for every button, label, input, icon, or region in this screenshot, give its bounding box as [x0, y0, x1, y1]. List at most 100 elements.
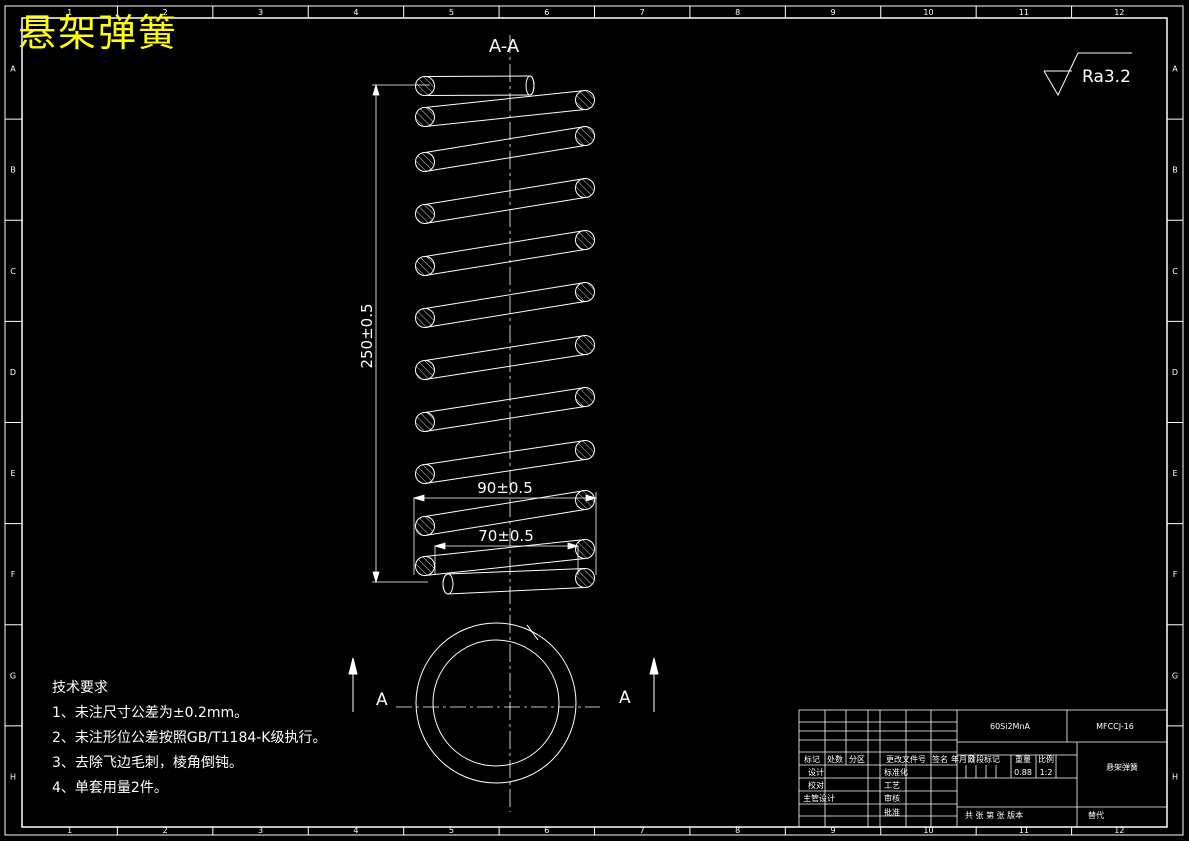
coil-line	[424, 126, 586, 153]
frame-row-label: E	[10, 469, 15, 478]
coil-line	[424, 301, 586, 328]
frame-row-label: F	[11, 570, 16, 579]
wire-section	[575, 230, 595, 250]
replace-label: 替代	[1088, 810, 1104, 820]
frame-row-label: D	[1172, 368, 1178, 377]
frame-column-label: 12	[1114, 826, 1124, 835]
frame-row-label: B	[10, 166, 16, 175]
frame-row-label: A	[10, 65, 16, 74]
drawing-number-text: MFCCJ-16	[1096, 722, 1134, 731]
header-zone: 分区	[849, 755, 865, 764]
frame-column-label: 3	[258, 8, 263, 17]
header-count: 处数	[827, 754, 843, 764]
note-item: 3、去除飞边毛刺，棱角倒钝。	[52, 755, 243, 771]
frame-row-label: D	[10, 368, 16, 377]
frame-column-label: 1	[67, 826, 72, 835]
coil-line	[424, 230, 586, 257]
coil-line	[424, 558, 586, 576]
frame-row-label: H	[1172, 772, 1178, 781]
outer-diameter-text: 90±0.5	[477, 479, 533, 497]
coil-line	[424, 354, 586, 380]
section-marker-right-label: A	[619, 688, 631, 708]
role-check: 校对	[808, 780, 824, 790]
coil-line	[424, 459, 586, 484]
technical-notes: 技术要求 1、未注尺寸公差为±0.2mm。 2、未注形位公差按照GB/T1184…	[52, 676, 327, 801]
coil-line	[424, 197, 586, 224]
frame-column-label: 4	[353, 826, 358, 835]
frame-row-label: C	[1172, 267, 1178, 276]
header-date: 年月日	[951, 754, 975, 764]
frame-column-label: 7	[640, 8, 645, 17]
length-dimension	[372, 83, 430, 584]
frame-column-label: 11	[1019, 826, 1029, 835]
section-marker-right	[649, 657, 659, 712]
note-item: 1、未注尺寸公差为±0.2mm。	[52, 705, 249, 721]
wire-section	[415, 107, 435, 127]
wire-section	[575, 568, 595, 588]
wire-end	[442, 568, 586, 595]
part-name-text: 悬架弹簧	[1106, 762, 1138, 772]
coil-line	[424, 335, 586, 361]
note-item: 2、未注形位公差按照GB/T1184-K级执行。	[52, 730, 327, 746]
frame-column-label: 12	[1114, 8, 1124, 17]
wire-section	[575, 90, 595, 110]
frame-column-label: 9	[830, 826, 835, 835]
drawing-title: 悬架弹簧	[18, 11, 179, 55]
drawing-frame	[4, 5, 1184, 836]
inner-diameter-dimension	[433, 542, 580, 575]
frame-row-label: A	[1172, 65, 1178, 74]
material-text: 60Si2MnA	[990, 722, 1031, 731]
length-dim-text: 250±0.5	[358, 303, 376, 368]
weight-header: 重量	[1015, 754, 1031, 764]
coil-line	[424, 178, 586, 205]
wire-end	[424, 75, 535, 96]
section-title: A-A	[489, 36, 520, 57]
outer-diameter-dimension	[412, 492, 598, 575]
coil-line	[424, 387, 586, 413]
wire-section	[415, 308, 435, 328]
scale-value: 1:2	[1040, 768, 1053, 777]
wire-section	[575, 282, 595, 302]
coil-line	[424, 282, 586, 309]
frame-row-label: G	[10, 671, 16, 680]
wire-section	[575, 440, 595, 460]
frame-column-label: 4	[353, 8, 358, 17]
coil-line	[424, 145, 586, 172]
wire-section	[575, 490, 595, 510]
spring-section-view	[415, 75, 595, 595]
wire-section	[415, 464, 435, 484]
coil-line	[424, 406, 586, 432]
frame-column-label: 8	[735, 8, 740, 17]
title-block: 60Si2MnA MFCCJ-16 悬架弹簧 标记 处数 分区 更改文件号 签名…	[798, 709, 1168, 828]
stage-header: 阶段标记	[968, 754, 1000, 764]
coil-line	[424, 90, 586, 108]
frame-row-label: C	[10, 267, 16, 276]
role-review: 审核	[884, 793, 900, 803]
wire-end-face	[442, 573, 454, 595]
header-mark: 标记	[804, 754, 820, 764]
role-process: 工艺	[884, 781, 900, 790]
frame-column-label: 6	[544, 8, 549, 17]
role-approve: 批准	[884, 807, 900, 817]
frame-row-label: G	[1172, 671, 1178, 680]
scale-header: 比例	[1038, 754, 1054, 764]
frame-column-label: 9	[830, 8, 835, 17]
wire-section	[415, 204, 435, 224]
wire-section	[575, 539, 595, 559]
frame-column-label: 5	[449, 826, 454, 835]
role-chief: 主管设计	[803, 793, 835, 803]
wire-section	[415, 76, 435, 96]
inner-diameter-text: 70±0.5	[478, 527, 534, 545]
frame-column-label: 7	[640, 826, 645, 835]
role-standard: 标准化	[884, 767, 908, 777]
frame-column-label: 1	[67, 8, 72, 17]
frame-row-label: H	[10, 772, 16, 781]
wire-section	[415, 516, 435, 536]
section-marker-left-label: A	[376, 690, 388, 710]
coil-line	[424, 539, 586, 557]
coil-line	[424, 109, 586, 127]
wire-section	[415, 256, 435, 276]
wire-section	[415, 556, 435, 576]
